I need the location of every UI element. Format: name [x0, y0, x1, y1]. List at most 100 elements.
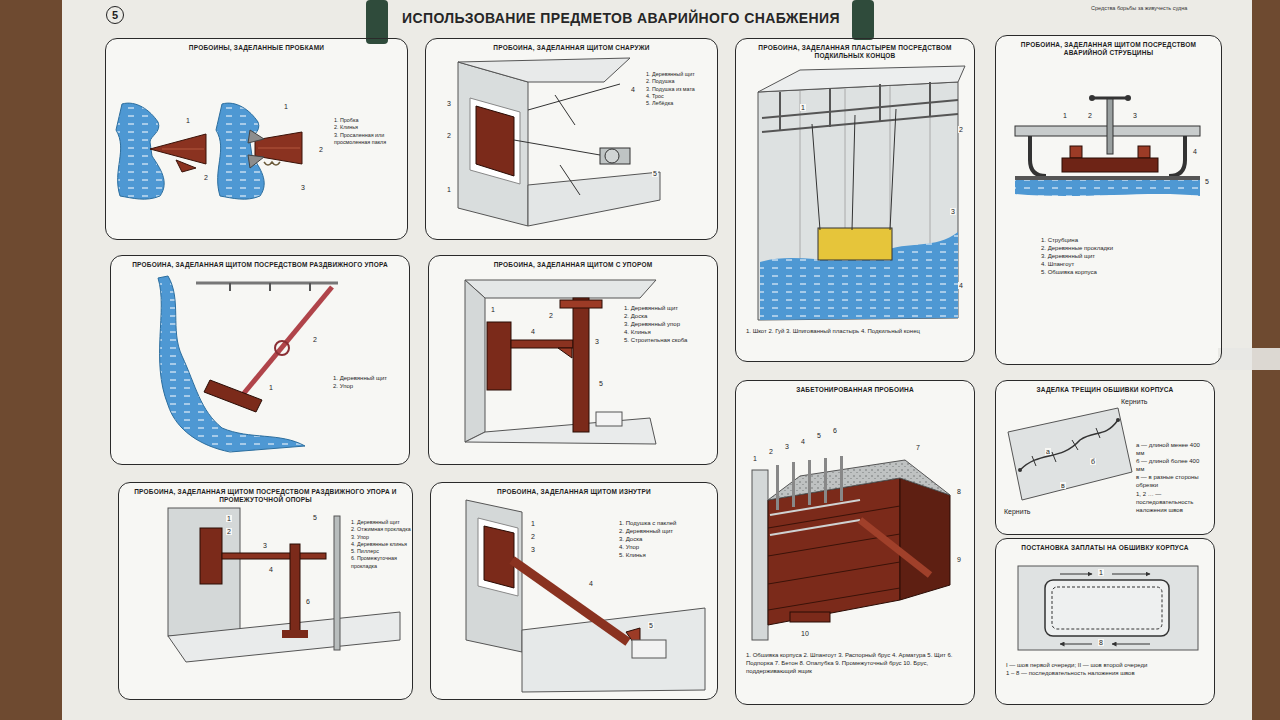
collision-mat-figure-part: [879, 84, 881, 122]
patch-figure-part: [1112, 644, 1150, 645]
part-legend-item: 1. Деревянный щит: [351, 519, 411, 526]
part-legend-item: 1. Пробка: [334, 117, 406, 124]
panel-frame: ЗАБЕТОНИРОВАННАЯ ПРОБОИНА1. Обшивка корп…: [735, 380, 975, 705]
callout-number: 4: [588, 580, 594, 587]
inner-shield-figure-part: [512, 560, 628, 642]
strut-room-figure-part: [511, 340, 573, 348]
clamp-figure-part: [1092, 97, 1128, 100]
plug-figure-part: [150, 134, 206, 164]
outer-shield-figure-part: [605, 149, 619, 163]
strut-room-figure-part: [596, 412, 622, 426]
intermediate-support-figure-part: [290, 544, 300, 634]
intermediate-support-figure-part: [282, 630, 308, 638]
part-legend-item: 3. Подушка из мата: [646, 86, 716, 93]
part-legend-item: 5. Лебёдка: [646, 100, 716, 107]
callout-number: в: [1060, 482, 1066, 489]
callout-number: 3: [530, 546, 536, 553]
concrete-box-figure-part: [790, 612, 830, 622]
plug-figure-part: [258, 148, 300, 149]
panel-frame: ПРОБОИНА, ЗАДЕЛАННАЯ ЩИТОМ ИЗНУТРИ1. Под…: [430, 482, 718, 700]
outer-shield-figure-part: [470, 98, 520, 184]
callout-number: 3: [300, 184, 306, 191]
callout-number: 2: [1087, 112, 1093, 119]
part-legend-item: I — шов первой очереди; II — шов второй …: [1006, 661, 1206, 669]
callout-number: 1: [1062, 112, 1068, 119]
panel-frame: ПОСТАНОВКА ЗАПЛАТЫ НА ОБШИВКУ КОРПУСА I —…: [995, 538, 1215, 705]
part-list: 1. Деревянный щит2. Упор: [333, 374, 405, 390]
outer-shield-figure-part: [528, 84, 620, 110]
poster-clip-part: [1218, 348, 1280, 370]
strut-room-figure-part: [573, 298, 589, 432]
inner-shield-figure-part: [478, 518, 518, 596]
callout-number: а: [1045, 448, 1051, 455]
sliding-strut-figure-part: [240, 287, 332, 398]
callout-number: 5: [1204, 178, 1210, 185]
part-legend-item: 3. Упор: [351, 534, 411, 541]
panel-heading: ЗАБЕТОНИРОВАННАЯ ПРОБОИНА: [744, 386, 966, 394]
crack-figure-part: [1020, 420, 1118, 470]
panel-heading: ПРОБОИНА, ЗАДЕЛАННАЯ ЩИТОМ ПОСРЕДСТВОМ А…: [1004, 41, 1213, 57]
callout-number: 2: [312, 336, 318, 343]
clamp-figure-part: [1070, 146, 1082, 158]
sliding-strut-figure-part: [204, 380, 262, 412]
collision-mat-figure-part: [762, 114, 958, 132]
callout-number: 2: [318, 146, 324, 153]
part-legend-item: 4. Трос: [646, 93, 716, 100]
part-legend-item: 1. Подушка с паклей: [619, 519, 711, 527]
part-legend-item: 1. Деревянный щит: [333, 374, 405, 382]
crack-figure-part: [1072, 440, 1078, 450]
crack-figure: [1008, 408, 1132, 500]
part-legend-item: 4. Шпангоут: [1041, 260, 1211, 268]
callout-number: 2: [768, 448, 774, 455]
plug-figure-part: [264, 162, 280, 165]
outer-shield-figure-part: [458, 58, 630, 82]
concrete-box-figure-part: [768, 460, 950, 500]
callout-number: 2: [530, 533, 536, 540]
part-legend-item: 1. Шкот 2. Гуй 3. Шпигованный пластырь 4…: [746, 327, 966, 335]
callout-number: 1: [1098, 569, 1104, 576]
panel-heading: ПРОБОИНА, ЗАДЕЛАННАЯ ПЛАСТЫРЕМ ПОСРЕДСТВ…: [744, 44, 966, 60]
panel-ground: [425, 38, 718, 240]
clamp-figure-part: [1015, 180, 1200, 196]
callout-number: 7: [915, 444, 921, 451]
callout-number: 2: [958, 126, 964, 133]
concrete-box-figure-part: [900, 478, 950, 600]
callout-number: 1: [752, 455, 758, 462]
collision-mat-figure-part: [779, 92, 781, 131]
callout-number: 1: [800, 104, 806, 111]
panel-ground: [735, 38, 975, 362]
part-list: 1. Подушка с паклей2. Деревянный щит3. Д…: [619, 519, 711, 559]
part-legend-item: 2. Отжимная прокладка: [351, 526, 411, 533]
part-legend-item: 6. Промежуточная прокладка: [351, 555, 411, 570]
concrete-box-figure-part: [768, 588, 900, 610]
outer-shield-figure-part: [528, 172, 660, 226]
panel-frame: ПРОБОИНА, ЗАДЕЛАННАЯ ЩИТОМ ПОСРЕДСТВОМ Р…: [118, 482, 413, 700]
panel-heading: ПРОБОИНА, ЗАДЕЛАННАЯ ЩИТОМ СНАРУЖИ: [434, 44, 709, 52]
callout-number: 5: [652, 170, 658, 177]
plug-figure-part: [162, 149, 204, 150]
panel-frame: ПРОБОИНА, ЗАДЕЛАННАЯ ПЛАСТЫРЕМ ПОСРЕДСТВ…: [735, 38, 975, 362]
collision-mat-figure: [758, 66, 965, 320]
panel-frame: ПРОБОИНА, ЗАДЕЛАННАЯ ЩИТОМ СНАРУЖИ1. Дер…: [425, 38, 718, 240]
panel-heading: ПОСТАНОВКА ЗАПЛАТЫ НА ОБШИВКУ КОРПУСА: [1004, 544, 1206, 552]
panel-heading: ЗАДЕЛКА ТРЕЩИН ОБШИВКИ КОРПУСА: [1004, 386, 1206, 394]
callout-number: 2: [226, 528, 232, 535]
plug-figure-part: [248, 130, 264, 143]
panel-frame: ПРОБОИНА, ЗАДЕЛАННАЯ ЩИТОМ ПОСРЕДСТВОМ А…: [995, 35, 1222, 365]
part-legend-item: 1. Струбцина: [1041, 236, 1211, 244]
inner-shield-figure-part: [484, 526, 514, 588]
callout-number: 4: [268, 566, 274, 573]
outer-shield-figure-part: [560, 165, 580, 195]
part-legend-item: 5. Строительная скоба: [624, 336, 712, 344]
sliding-strut-figure-part: [309, 283, 311, 291]
callout-number: 9: [956, 556, 962, 563]
patch-figure-part: [1060, 574, 1092, 575]
panel-ground: [995, 380, 1215, 535]
collision-mat-figure-part: [890, 109, 896, 230]
callout-number: 1: [185, 117, 191, 124]
crack-figure-part: [1052, 452, 1056, 462]
patch-figure: [1018, 566, 1198, 650]
panel-heading: ПРОБОИНА, ЗАДЕЛАННАЯ ЩИТОМ С УПОРОМ: [437, 261, 709, 269]
